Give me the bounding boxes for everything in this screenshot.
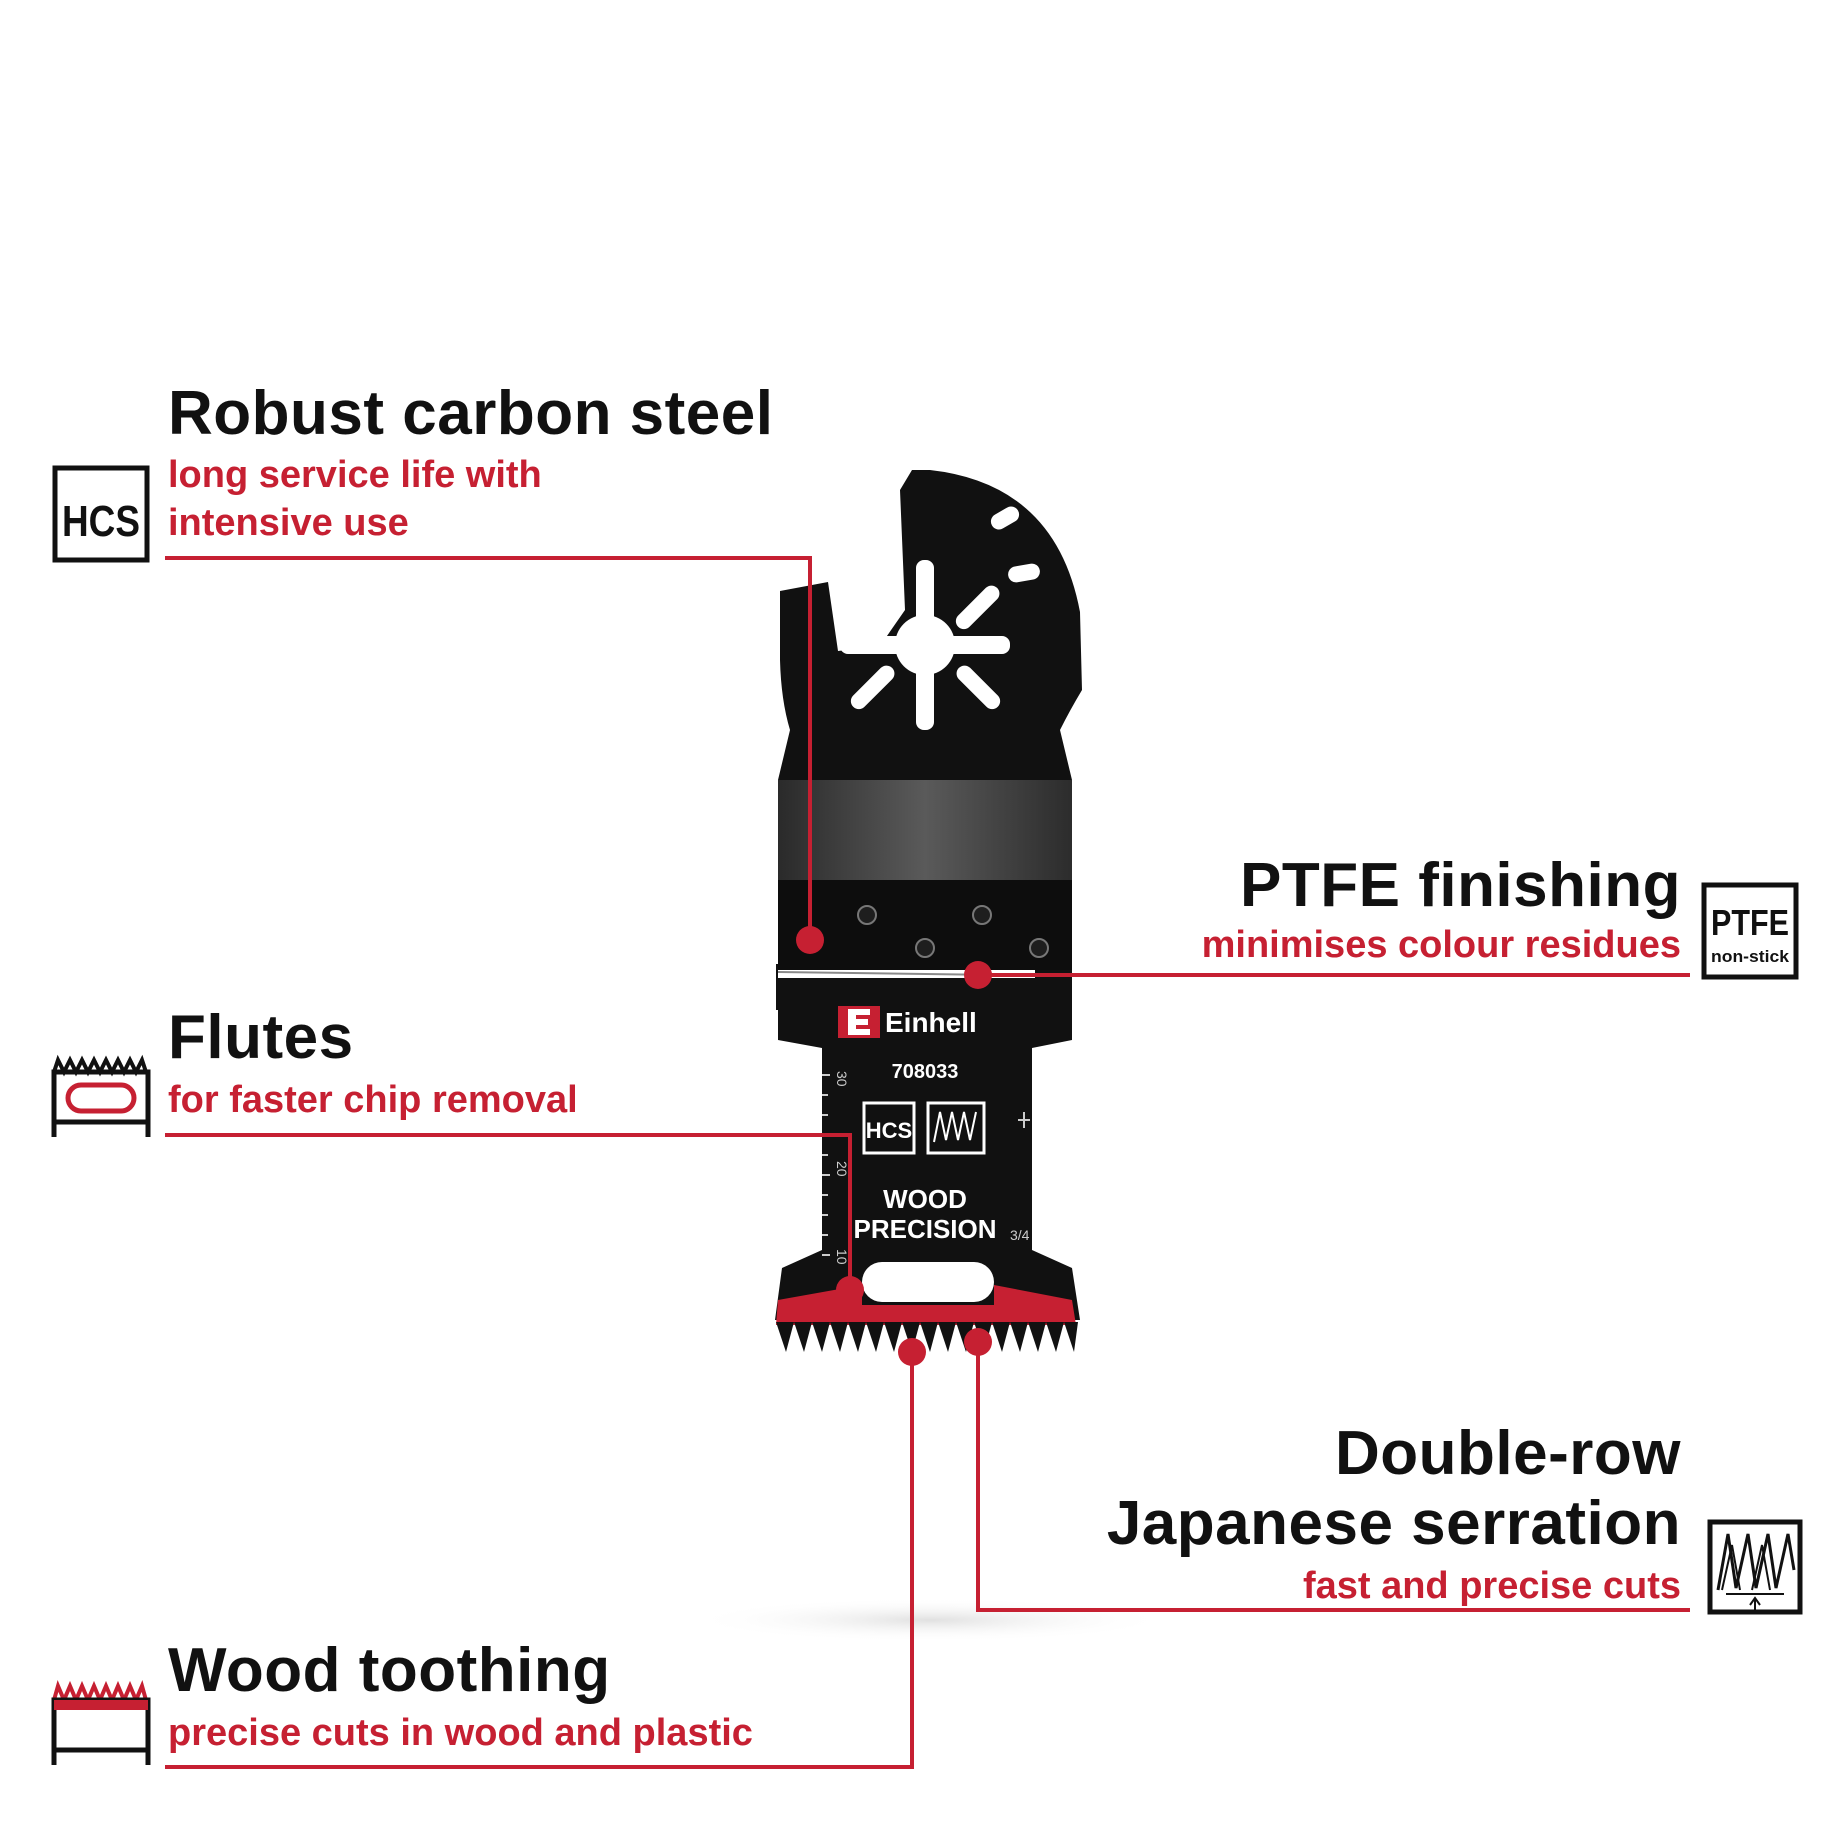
- flutes-icon: [51, 1054, 151, 1137]
- rivets: [857, 905, 1049, 958]
- blade-hcs-badge: [862, 1101, 916, 1155]
- steel-title: Robust carbon steel: [168, 379, 774, 448]
- callout-dot-ptfe: [964, 961, 992, 989]
- blade-shadow: [690, 1598, 1170, 1642]
- blade-label-wood: WOOD: [883, 1184, 967, 1214]
- blade-label-precision: PRECISION: [853, 1214, 996, 1244]
- serration-title-line2: Japanese serration: [1106, 1489, 1681, 1558]
- blade-teeth: [776, 1322, 1078, 1352]
- brand-name: Einhell: [885, 1007, 977, 1038]
- ptfe-subtitle: minimises colour residues: [1201, 924, 1681, 966]
- callout-dots: [796, 926, 992, 1366]
- toothing-title: Wood toothing: [168, 1636, 611, 1705]
- svg-text:HCS: HCS: [866, 1118, 912, 1143]
- svg-text:PTFE: PTFE: [1711, 902, 1789, 943]
- serration-subtitle: fast and precise cuts: [1302, 1565, 1681, 1607]
- svg-text:HCS: HCS: [62, 497, 140, 546]
- wood-toothing-icon: [51, 1680, 151, 1765]
- hcs-icon: HCS: [52, 465, 150, 563]
- callout-dot-serration: [964, 1328, 992, 1356]
- callout-line-toothing: [165, 1352, 914, 1769]
- svg-text:20: 20: [834, 1161, 850, 1177]
- ptfe-title: PTFE finishing: [1240, 851, 1681, 920]
- saw-blade-image: Einhell 708033 30 20 10 HCS WOOD PRECISI…: [775, 470, 1082, 1352]
- svg-text:30: 30: [834, 1071, 850, 1087]
- flute-slot: [862, 1262, 994, 1302]
- serration-title-line1: Double-row: [1335, 1419, 1681, 1488]
- steel-subtitle-line2: intensive use: [168, 502, 409, 544]
- article-number: 708033: [892, 1061, 959, 1083]
- callout-line-steel: [165, 556, 812, 940]
- flutes-subtitle: for faster chip removal: [168, 1079, 578, 1121]
- blade-serration-badge: [926, 1101, 986, 1155]
- callout-lines: [165, 556, 1690, 1769]
- toothing-subtitle: precise cuts in wood and plastic: [168, 1712, 753, 1754]
- japanese-serration-icon: [1707, 1519, 1803, 1615]
- callout-dot-flutes: [836, 1276, 864, 1304]
- svg-text:3/4: 3/4: [1010, 1227, 1030, 1243]
- steel-subtitle-line1: long service life with: [168, 454, 542, 496]
- svg-text:10: 10: [834, 1249, 850, 1265]
- callout-line-flutes: [165, 1133, 852, 1285]
- ptfe-nonstick-icon: PTFE non-stick: [1701, 882, 1799, 980]
- star-mount-cutout: [840, 506, 1040, 730]
- metal-band: [778, 780, 1072, 880]
- callout-dot-toothing: [898, 1338, 926, 1366]
- flutes-title: Flutes: [168, 1003, 354, 1072]
- svg-text:non-stick: non-stick: [1711, 947, 1790, 966]
- callout-dot-steel: [796, 926, 824, 954]
- callout-line-serration: [976, 1342, 1690, 1612]
